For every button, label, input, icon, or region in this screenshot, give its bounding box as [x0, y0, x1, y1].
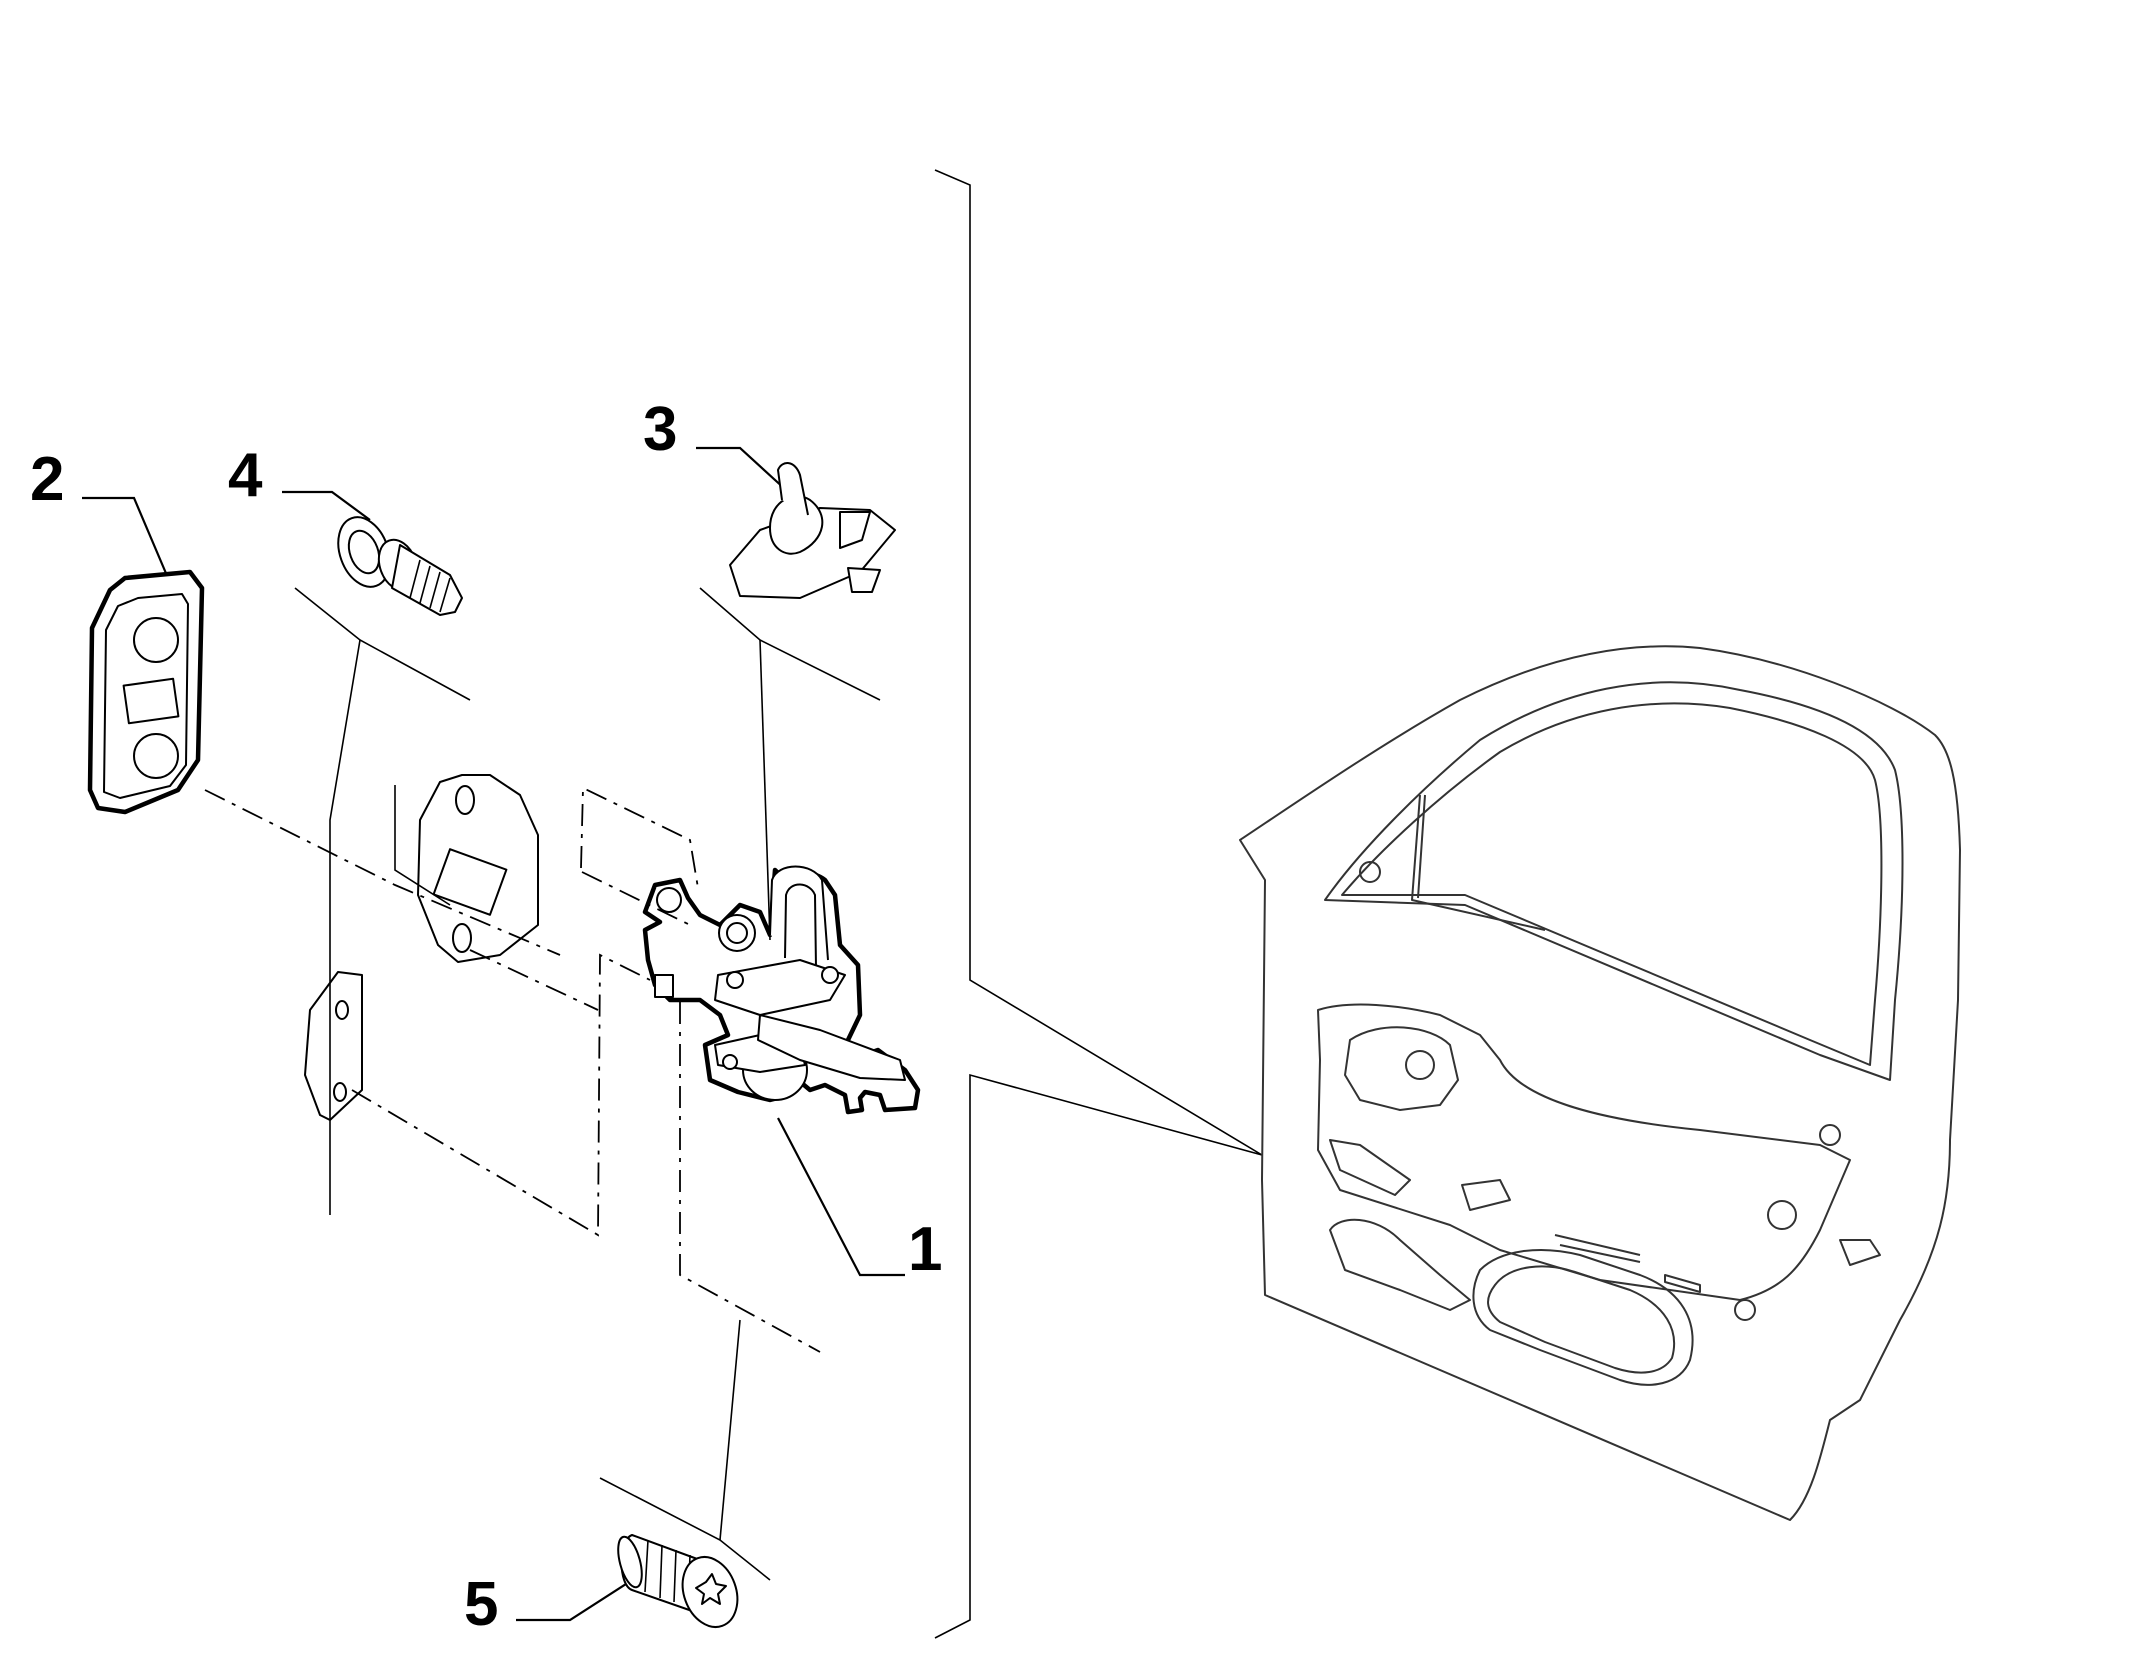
part-2-plate — [87, 569, 205, 815]
leader-5 — [516, 1574, 641, 1622]
callout-1: 1 — [908, 1215, 942, 1284]
part-4-stud — [337, 516, 463, 616]
callout-2: 2 — [30, 445, 64, 514]
callout-3: 3 — [643, 395, 677, 464]
part-5-screw — [617, 1534, 739, 1628]
part-1-door-check — [642, 865, 921, 1115]
door-frame — [1239, 645, 1961, 1521]
leader-4 — [282, 490, 371, 521]
leader-2 — [82, 496, 170, 579]
part-3-clip — [729, 462, 896, 599]
leader-1 — [777, 1117, 905, 1277]
assembly-guides — [204, 587, 881, 1581]
leader-lines — [82, 446, 905, 1622]
separator-bracket — [934, 169, 1263, 1639]
small-bracket — [304, 971, 363, 1121]
callout-5: 5 — [464, 1570, 498, 1639]
callout-4: 4 — [228, 441, 263, 510]
leader-3 — [696, 446, 787, 491]
reinforcement-plate — [394, 774, 539, 963]
